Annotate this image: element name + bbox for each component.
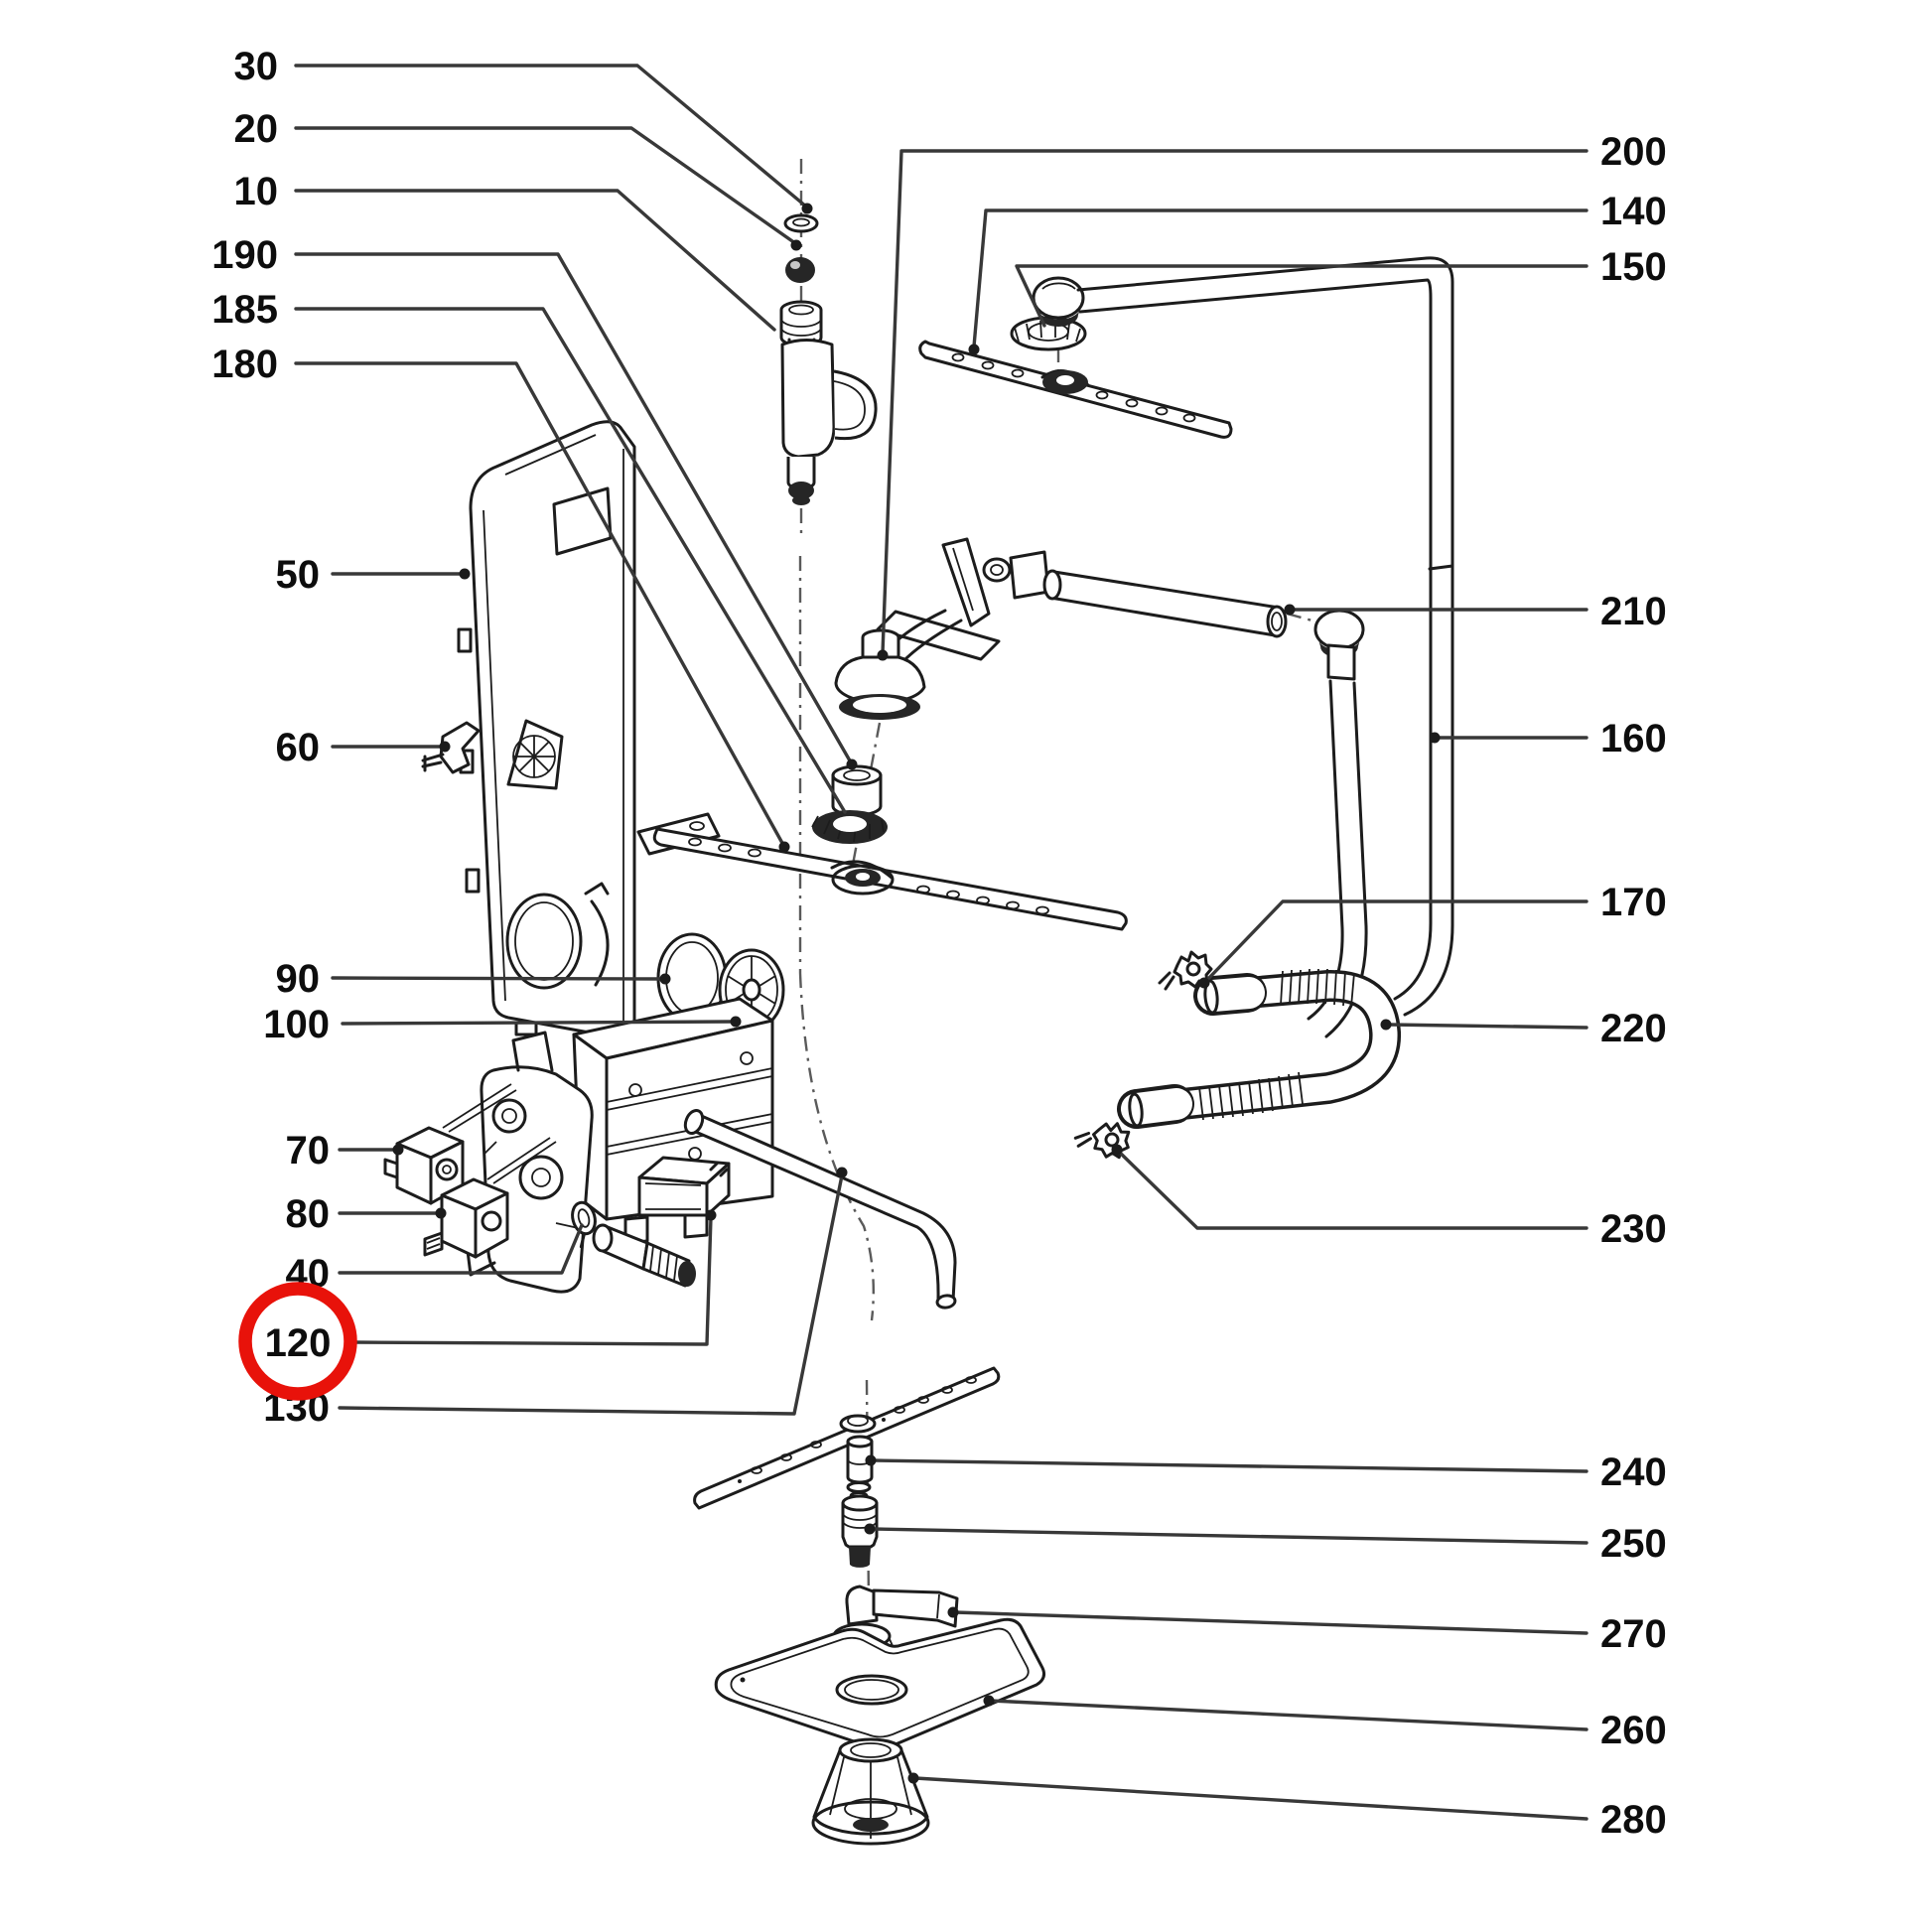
part-label-70: 70 [286,1129,331,1173]
part-label-160: 160 [1600,717,1667,760]
check-valve-drawing [592,1223,696,1288]
part-label-190: 190 [211,233,278,277]
leader-line-100 [341,1020,736,1026]
part-label-120: 120 [265,1321,332,1365]
part-label-100: 100 [263,1003,330,1046]
leader-line-40 [338,1223,584,1275]
hose-drawing [1071,950,1401,1168]
panel-emblem [506,719,564,790]
spray-arm-nut-drawing [1010,316,1087,351]
part-label-280: 280 [1600,1798,1667,1842]
leader-line-10 [294,189,776,332]
part-label-210: 210 [1600,590,1667,633]
leader-line-90 [331,976,665,981]
part-label-150: 150 [1600,245,1667,289]
leader-line-230 [1117,1150,1588,1230]
leader-line-270 [953,1610,1588,1635]
water-pipe-drawing [1076,256,1454,1017]
part-label-50: 50 [276,553,321,597]
leader-line-120 [351,1215,713,1346]
part-label-140: 140 [1600,190,1667,233]
part-label-200: 200 [1600,130,1667,174]
leader-line-200 [881,149,1588,655]
upper-spray-arm-drawing [918,340,1233,439]
leader-line-280 [913,1776,1588,1821]
delivery-pipe-drawing [683,1108,957,1310]
leader-line-185 [294,307,847,814]
ring-nut-drawing [811,810,888,844]
part-label-180: 180 [211,343,278,386]
part-label-80: 80 [286,1192,331,1236]
leader-line-140 [972,208,1588,348]
middle-spray-arm-drawing [652,827,1128,931]
leader-line-20 [294,126,797,245]
leader-line-190 [294,252,853,764]
hose-ribs [1198,968,1355,1121]
highlight-circle-part-120 [238,1282,357,1401]
leader-lines [294,64,1588,1821]
leader-line-180 [294,361,785,847]
arm-bearing-drawing [846,1435,874,1501]
part-label-30: 30 [234,45,279,88]
arm-support-drawing [834,537,1001,720]
seal-clamp-drawing [571,1200,597,1249]
capacitor-drawing [637,1156,731,1217]
part-label-230: 230 [1600,1207,1667,1251]
shaft-bushing-drawing [831,764,883,817]
leader-line-240 [871,1458,1588,1473]
part-label-260: 260 [1600,1709,1667,1752]
part-label-20: 20 [234,107,279,151]
inlet-valve-drawing [779,213,878,505]
part-label-240: 240 [1600,1450,1667,1494]
leader-line-220 [1387,1023,1588,1030]
arm-support-shaft-drawing [841,1494,879,1568]
part-label-10: 10 [234,170,279,213]
side-panel-drawing [457,420,636,1040]
part-label-220: 220 [1600,1007,1667,1050]
part-label-90: 90 [276,957,321,1001]
lower-spray-arm-drawing [693,1366,1001,1510]
solenoid-80-drawing [423,1137,557,1259]
leader-line-130 [338,1173,844,1416]
filter-basket-drawing [811,1737,930,1846]
part-labels: 30 20 10 190 185 180 50 60 90 100 70 80 … [211,45,1667,1842]
part-label-270: 270 [1600,1612,1667,1656]
leader-line-250 [870,1527,1588,1545]
top-pipe-elbow-drawing [1032,276,1085,327]
part-label-60: 60 [276,726,321,769]
leader-line-260 [989,1699,1588,1731]
part-label-185: 185 [211,288,278,332]
feed-tube-drawing [982,550,1288,638]
part-label-170: 170 [1600,881,1667,924]
leader-line-150 [1015,264,1588,328]
leader-line-30 [294,64,808,208]
pump-housing-drawing [465,1031,594,1294]
part-label-250: 250 [1600,1522,1667,1566]
clip-drawing [421,721,481,774]
leader-line-170 [1204,899,1588,983]
